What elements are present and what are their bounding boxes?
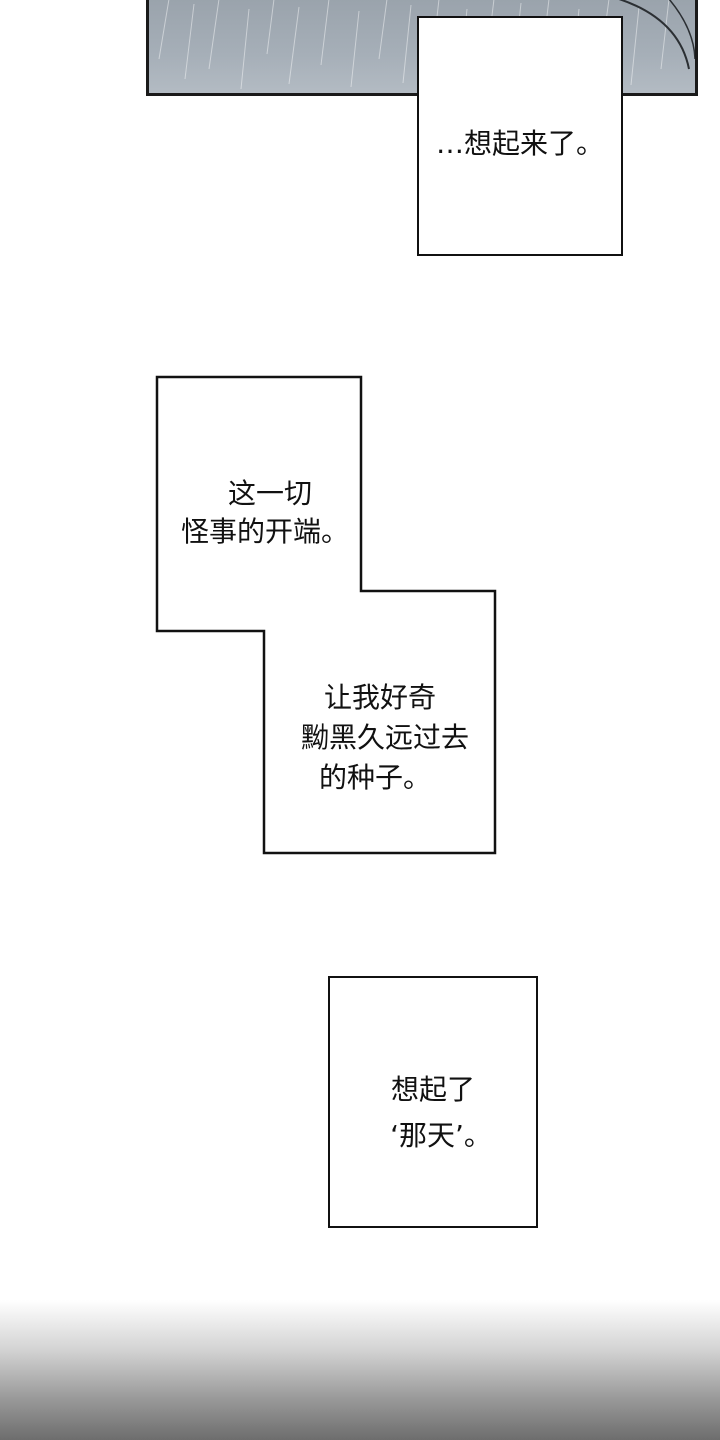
caption-text-beginning-line1: 这一切 [227, 477, 312, 510]
caption-text-seed-line2: 黝黑久远过去 [300, 721, 469, 754]
bottom-fade [0, 1300, 720, 1440]
caption-text-seed-line3: 的种子。 [318, 761, 431, 794]
caption-text-that-day-line1: 想起了 [390, 1073, 475, 1106]
caption-text-beginning-line2: 怪事的开端。 [180, 515, 349, 548]
caption-text-seed-line1: 让我好奇 [323, 681, 436, 714]
caption-box-that-day [328, 976, 538, 1228]
caption-text-remembered: …想起来了。 [435, 127, 604, 160]
caption-box-remembered [417, 16, 623, 256]
caption-text-that-day-line2: ‘那天’。 [390, 1119, 492, 1152]
